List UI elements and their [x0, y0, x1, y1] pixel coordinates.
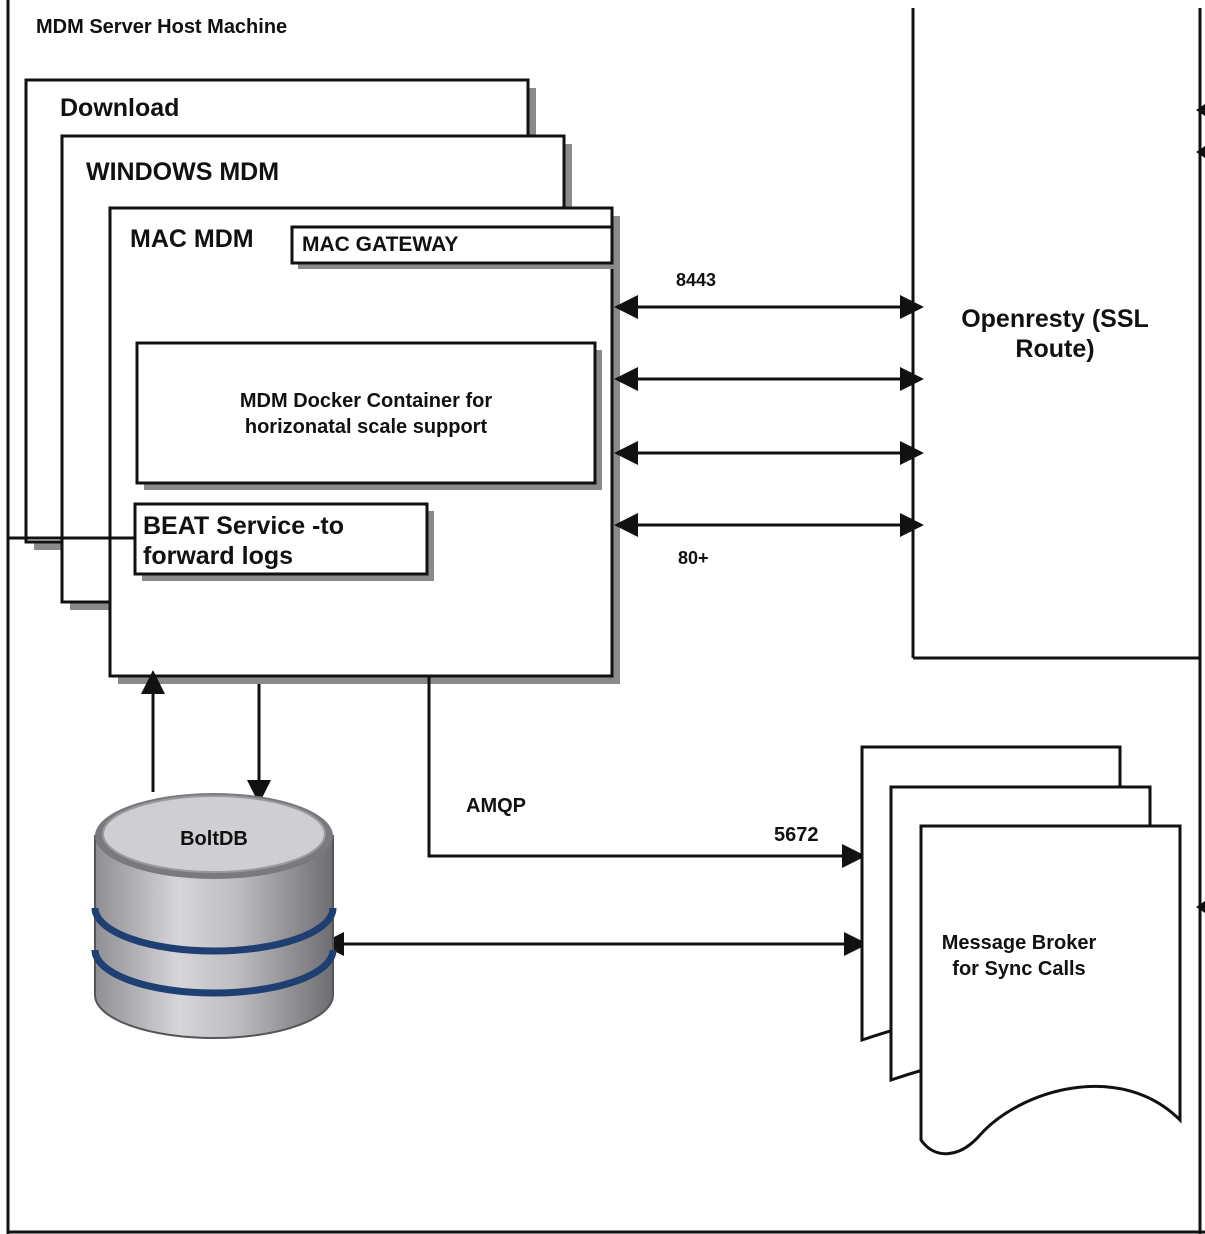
db-broker-arrow	[320, 932, 868, 956]
right-edge-arrow-stubs	[1196, 104, 1205, 913]
mac-gateway-label: MAC GATEWAY	[302, 233, 459, 256]
arrow-8443	[614, 295, 924, 319]
broker-line-2: for Sync Calls	[952, 958, 1086, 980]
boltdb-label: BoltDB	[180, 828, 248, 850]
arrow-port-2	[614, 367, 924, 391]
beat-service-box	[133, 502, 434, 581]
port-80-label: 80+	[678, 548, 709, 568]
message-broker-docs	[860, 745, 1182, 1156]
docker-label-line-2: horizonatal scale support	[244, 416, 488, 438]
beat-service-label: BEAT Service -to forward logs	[143, 511, 344, 571]
amqp-label: AMQP	[466, 795, 526, 817]
arrow-80	[614, 513, 924, 537]
openresty-panel	[911, 8, 1202, 1234]
db-arrows	[141, 670, 271, 804]
docker-label-line-1: MDM Docker Container for	[239, 390, 493, 412]
openresty-label: Openresty (SSL Route)	[940, 304, 1170, 364]
amqp-connector	[427, 676, 866, 868]
mac-mdm-title: MAC MDM	[130, 225, 254, 253]
openresty-line-2: Route)	[1015, 335, 1095, 363]
windows-mdm-title: WINDOWS MDM	[86, 158, 280, 186]
arrow-db-down	[247, 684, 271, 804]
broker-line-1: Message Broker	[941, 932, 1097, 954]
host-machine-boundary	[6, 0, 1205, 1234]
mac-gateway-box	[290, 225, 618, 269]
port-5672-label: 5672	[774, 824, 819, 846]
beat-label-line-2: forward logs	[143, 542, 294, 570]
arrow-db-up	[141, 670, 165, 792]
beat-label-line-1: BEAT Service -to	[143, 512, 344, 540]
host-title: MDM Server Host Machine	[36, 16, 288, 38]
docker-container-label: MDM Docker Container for horizonatal sca…	[137, 388, 595, 440]
docker-container-box	[135, 341, 602, 490]
download-title: Download	[60, 94, 180, 122]
port-arrows	[614, 295, 924, 537]
arrow-port-3	[614, 441, 924, 465]
openresty-line-1: Openresty (SSL	[961, 305, 1149, 333]
broker-doc-front	[919, 824, 1182, 1156]
message-broker-label: Message Broker for Sync Calls	[921, 930, 1117, 982]
boltdb-cylinder	[91, 793, 337, 1039]
port-8443-label: 8443	[676, 270, 717, 290]
